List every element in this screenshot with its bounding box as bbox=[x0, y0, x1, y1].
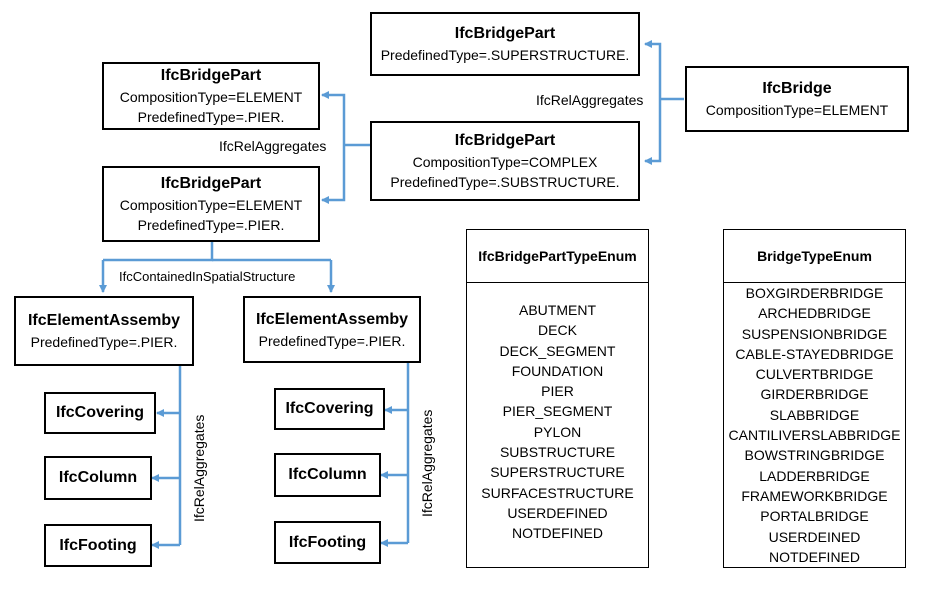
box-title: IfcFooting bbox=[59, 536, 137, 554]
enum-value: SLABBRIDGE bbox=[769, 406, 860, 423]
ifc-bridge-box: IfcBridge CompositionType=ELEMENT bbox=[685, 66, 909, 132]
enum-title: BridgeTypeEnum bbox=[724, 230, 905, 283]
enum-value: PORTALBRIDGE bbox=[760, 508, 869, 525]
box-title: IfcCovering bbox=[285, 400, 374, 417]
enum-value: ABUTMENT bbox=[519, 302, 596, 318]
enum-value: ARCHEDBRIDGE bbox=[758, 305, 871, 322]
bridge-part-substructure-box: IfcBridgePart CompositionType=COMPLEX Pr… bbox=[370, 121, 640, 201]
box-line: CompositionType=ELEMENT bbox=[119, 89, 303, 105]
enum-value: GIRDERBRIDGE bbox=[760, 386, 869, 403]
box-title: IfcElementAssemby bbox=[27, 312, 181, 329]
enum-value: USERDEINED bbox=[768, 528, 861, 545]
box-line: CompositionType=COMPLEX bbox=[412, 154, 598, 170]
enum-value: CANTILIVERSLABBRIDGE bbox=[728, 427, 901, 444]
enum-value: BOWSTRINGBRIDGE bbox=[744, 447, 885, 464]
enum-value: USERDEFINED bbox=[507, 504, 608, 521]
rel-aggregates-label-top: IfcRelAggregates bbox=[536, 92, 644, 108]
enum-values: ABUTMENT DECK DECK_SEGMENT FOUNDATION PI… bbox=[467, 283, 648, 544]
box-title: IfcBridge bbox=[762, 80, 832, 97]
box-line: PredefinedType=.PIER. bbox=[258, 332, 406, 349]
enum-value: SUSPENSIONBRIDGE bbox=[741, 325, 888, 342]
bridge-part-pier-bottom-box: IfcBridgePart CompositionType=ELEMENT Pr… bbox=[102, 166, 320, 242]
enum-value: PYLON bbox=[533, 423, 582, 440]
enum-value: CULVERTBRIDGE bbox=[755, 366, 874, 383]
rel-aggregates-label-right: IfcRelAggregates bbox=[419, 409, 435, 517]
ifc-footing-left-box: IfcFooting bbox=[44, 524, 152, 567]
enum-value: NOTDEFINED bbox=[512, 525, 603, 542]
box-line: PredefinedType=.PIER. bbox=[137, 217, 285, 233]
element-assembly-left-box: IfcElementAssemby PredefinedType=.PIER. bbox=[14, 296, 194, 366]
rel-aggregates-label-mid: IfcRelAggregates bbox=[219, 138, 327, 154]
box-title: IfcBridgePart bbox=[160, 175, 262, 192]
ifc-footing-right-box: IfcFooting bbox=[274, 521, 381, 564]
element-assembly-right-box: IfcElementAssemby PredefinedType=.PIER. bbox=[243, 296, 421, 363]
enum-value: SURFACESTRUCTURE bbox=[481, 484, 634, 501]
bridge-part-pier-top-box: IfcBridgePart CompositionType=ELEMENT Pr… bbox=[102, 62, 320, 130]
enum-value: BOXGIRDERBRIDGE bbox=[745, 285, 884, 301]
enum-value: PIER_SEGMENT bbox=[502, 403, 613, 420]
box-title: IfcFooting bbox=[288, 533, 367, 551]
enum-value: DECK_SEGMENT bbox=[499, 342, 616, 359]
box-line: PredefinedType=.SUPERSTRUCTURE. bbox=[380, 47, 630, 63]
ifc-covering-right-box: IfcCovering bbox=[274, 388, 385, 430]
bridge-part-type-enum-table: IfcBridgePartTypeEnum ABUTMENT DECK DECK… bbox=[466, 229, 649, 568]
link-pier-trunk bbox=[103, 242, 214, 262]
box-title: IfcBridgePart bbox=[160, 67, 262, 84]
box-line: PredefinedType=.PIER. bbox=[30, 334, 178, 350]
enum-values: BOXGIRDERBRIDGE ARCHEDBRIDGE SUSPENSIONB… bbox=[724, 283, 905, 567]
enum-value: SUBSTRUCTURE bbox=[499, 444, 616, 461]
link-to-pier-bottom bbox=[321, 145, 346, 204]
box-title: IfcBridgePart bbox=[454, 132, 556, 149]
box-title: IfcCovering bbox=[55, 404, 144, 421]
ifc-covering-left-box: IfcCovering bbox=[44, 392, 156, 434]
bridge-part-superstructure-box: IfcBridgePart PredefinedType=.SUPERSTRUC… bbox=[370, 12, 640, 76]
enum-value: DECK bbox=[538, 322, 577, 339]
box-line: PredefinedType=.PIER. bbox=[137, 109, 285, 125]
enum-value: NOTDEFINED bbox=[769, 548, 860, 565]
ifc-column-left-box: IfcColumn bbox=[44, 456, 152, 500]
box-title: IfcColumn bbox=[288, 466, 367, 483]
box-line: PredefinedType=.SUBSTRUCTURE. bbox=[390, 174, 620, 190]
box-line: CompositionType=ELEMENT bbox=[705, 102, 889, 118]
box-title: IfcBridgePart bbox=[454, 25, 556, 42]
enum-value: CABLE-STAYEDBRIDGE bbox=[735, 345, 894, 362]
enum-value: FRAMEWORKBRIDGE bbox=[741, 487, 888, 504]
enum-value: PIER bbox=[541, 383, 574, 400]
enum-title: IfcBridgePartTypeEnum bbox=[467, 230, 648, 283]
link-to-substructure bbox=[644, 99, 662, 165]
enum-value: FOUNDATION bbox=[511, 362, 604, 379]
rel-aggregates-label-left: IfcRelAggregates bbox=[191, 414, 207, 522]
contained-in-spatial-structure-label: IfcContainedInSpatialStructure bbox=[119, 269, 296, 284]
link-to-superstructure bbox=[644, 40, 662, 99]
link-to-pier-top bbox=[321, 91, 346, 145]
enum-value: SUPERSTRUCTURE bbox=[490, 464, 625, 481]
bridge-type-enum-table: BridgeTypeEnum BOXGIRDERBRIDGE ARCHEDBRI… bbox=[723, 229, 906, 568]
box-line: CompositionType=ELEMENT bbox=[119, 197, 303, 213]
ifc-column-right-box: IfcColumn bbox=[274, 453, 381, 497]
box-title: IfcColumn bbox=[58, 469, 138, 486]
box-title: IfcElementAssemby bbox=[255, 310, 409, 328]
enum-value: LADDERBRIDGE bbox=[759, 467, 870, 484]
